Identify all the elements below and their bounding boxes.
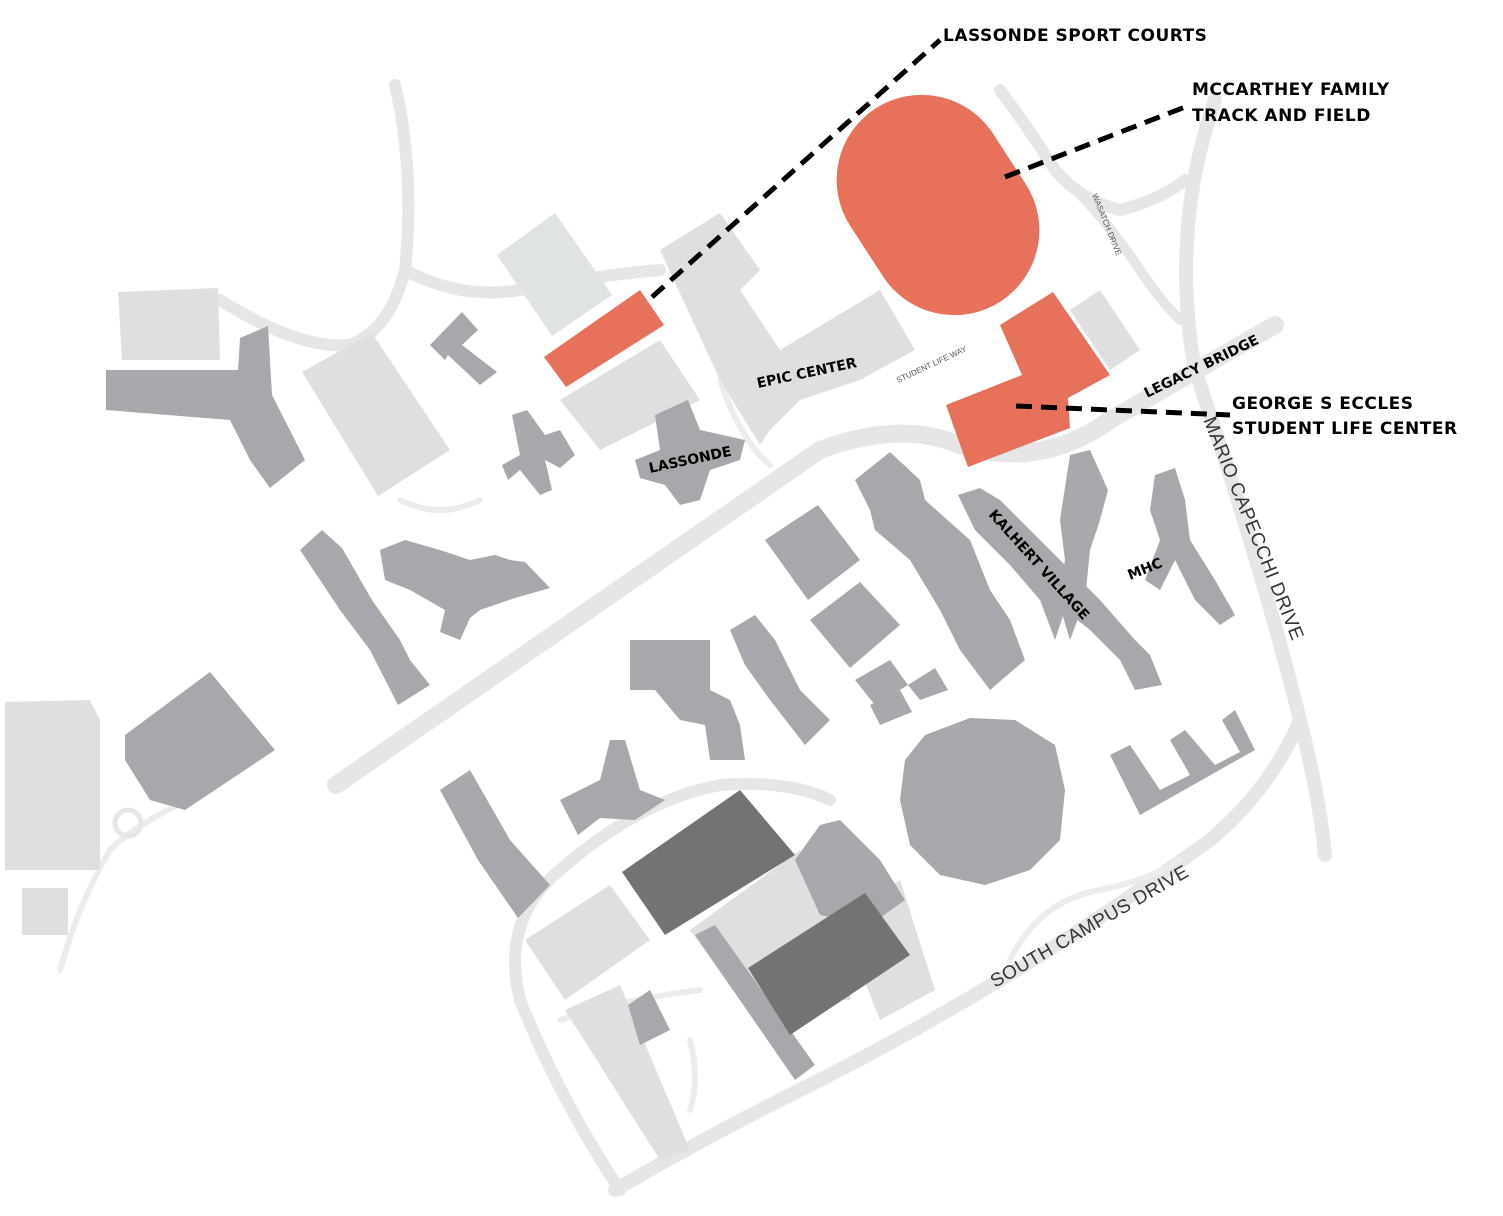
mario-capecchi-drive-road bbox=[1179, 93, 1332, 862]
roundabout-small bbox=[112, 807, 144, 839]
building-south-wing bbox=[440, 770, 550, 918]
highlighted-facilities bbox=[544, 94, 1110, 467]
lassonde-sport-courts bbox=[544, 290, 664, 387]
light-building-sw-small bbox=[22, 888, 68, 935]
building-sw-octagon bbox=[125, 672, 275, 810]
building-z bbox=[630, 640, 745, 760]
lassonde-building bbox=[635, 400, 745, 505]
building-block-1 bbox=[765, 505, 860, 600]
south-west-road bbox=[57, 787, 213, 973]
mario-capecchi-drive-road-lower bbox=[608, 713, 1307, 1197]
west-plaza-road bbox=[397, 497, 483, 513]
roads bbox=[57, 79, 1332, 1197]
label-south-campus-drive: SOUTH CAMPUS DRIVE bbox=[987, 861, 1193, 992]
building-block-2 bbox=[810, 582, 900, 668]
callout-eccles-line1: GEORGE S ECCLES bbox=[1232, 394, 1414, 414]
south-loop-road bbox=[509, 778, 836, 1196]
building-y bbox=[1058, 450, 1108, 640]
building-stair-1 bbox=[730, 615, 830, 745]
mccarthey-track-and-field bbox=[836, 94, 1040, 316]
light-building-south-2 bbox=[565, 985, 690, 1160]
light-building-lassonde-north bbox=[560, 340, 700, 450]
pale-building-north bbox=[497, 213, 612, 336]
building-arrow bbox=[430, 312, 497, 385]
building-t bbox=[560, 740, 665, 835]
light-building-legacy bbox=[1070, 290, 1140, 370]
west-field bbox=[302, 333, 450, 496]
buildings bbox=[106, 312, 1255, 1080]
light-building-south-1 bbox=[525, 885, 650, 1000]
building-block-3 bbox=[855, 660, 908, 705]
light-structures bbox=[5, 213, 1140, 1160]
building-west-large bbox=[106, 326, 305, 488]
epic-center-light bbox=[660, 213, 915, 445]
dark-building-1 bbox=[622, 790, 795, 935]
leader-sport-courts bbox=[650, 38, 942, 299]
building-long-west bbox=[300, 530, 430, 705]
building-block-5 bbox=[870, 690, 912, 725]
callout-track-line2: TRACK AND FIELD bbox=[1192, 106, 1371, 126]
mhc-building bbox=[1145, 468, 1235, 625]
south-path-2 bbox=[687, 1037, 698, 1113]
building-small-south bbox=[628, 990, 670, 1045]
building-block-4 bbox=[908, 668, 948, 700]
building-east-long bbox=[855, 452, 1025, 690]
wasatch-drive-road bbox=[1050, 165, 1185, 325]
south-inner-road bbox=[1007, 857, 1183, 963]
callout-eccles-line2: STUDENT LIFE CENTER bbox=[1232, 419, 1458, 439]
callout-sport-courts: LASSONDE SPORT COURTS bbox=[943, 26, 1207, 46]
main-diagonal-road bbox=[327, 316, 1284, 794]
building-strip-south bbox=[695, 925, 815, 1080]
building-x bbox=[380, 540, 550, 640]
light-building-nw bbox=[118, 288, 220, 360]
dark-buildings bbox=[622, 790, 910, 1035]
callout-leaders bbox=[650, 38, 1231, 418]
building-cross bbox=[502, 410, 575, 495]
callout-track-line1: MCCARTHEY FAMILY bbox=[1192, 80, 1390, 100]
george-s-eccles-student-life-center bbox=[946, 292, 1110, 467]
callouts: LASSONDE SPORT COURTS MCCARTHEY FAMILY T… bbox=[943, 26, 1458, 439]
dark-building-2 bbox=[748, 893, 910, 1035]
building-south-l bbox=[795, 820, 905, 925]
leader-eccles bbox=[1015, 403, 1231, 418]
light-building-sw-lot bbox=[5, 700, 100, 870]
epic-loop-road bbox=[717, 377, 773, 468]
west-road bbox=[214, 79, 415, 352]
huntsman-center bbox=[900, 718, 1065, 885]
leader-track bbox=[1004, 104, 1186, 180]
building-comb bbox=[1110, 710, 1255, 815]
west-loop-road bbox=[399, 264, 666, 299]
